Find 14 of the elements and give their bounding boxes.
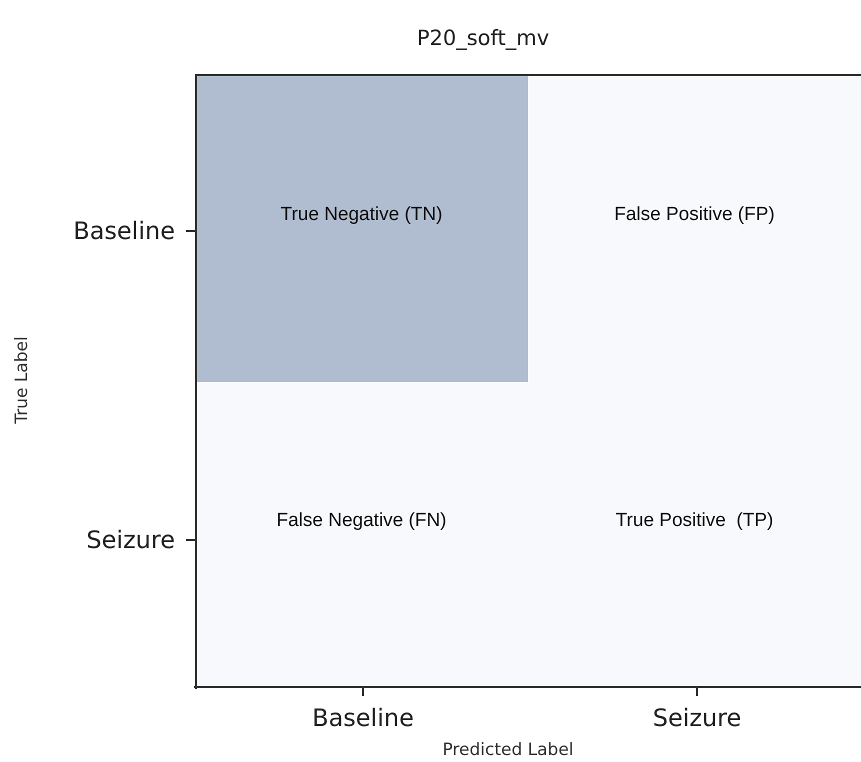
- tick-label: Seizure: [652, 704, 742, 732]
- tick-label: Baseline: [312, 704, 414, 732]
- tick-label: Baseline: [73, 217, 175, 245]
- matrix-cell: [195, 382, 528, 688]
- matrix-cell: [195, 76, 528, 382]
- chart-title: P20_soft_mv: [416, 26, 550, 50]
- axis-label: True Label: [12, 336, 32, 424]
- tick-label: Seizure: [86, 526, 175, 554]
- cell-label: True Negative (TN): [280, 204, 444, 226]
- cell-label: False Negative (FN): [276, 510, 448, 532]
- matrix-cell: [528, 76, 861, 382]
- cell-label: True Positive (TP): [614, 510, 774, 532]
- cell-label: False Positive (FP): [613, 204, 776, 226]
- axis-label: Predicted Label: [442, 740, 574, 760]
